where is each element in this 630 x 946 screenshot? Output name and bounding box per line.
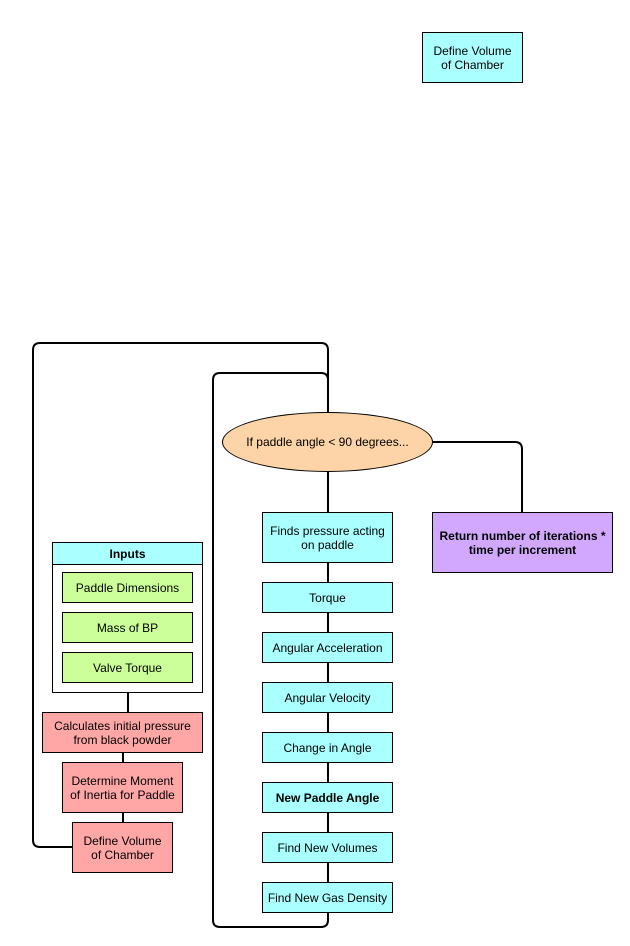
angular-acceleration-box: Angular Acceleration [262, 632, 393, 663]
inputs-header: Inputs [52, 542, 203, 565]
outer-loop-connector [32, 342, 329, 848]
define-volume-box-top: Define Volume of Chamber [422, 32, 523, 83]
exit-connector [433, 441, 523, 512]
inputs-container: Inputs Paddle Dimensions Mass of BP Valv… [52, 542, 203, 693]
moment-of-inertia-box: Determine Moment of Inertia for Paddle [62, 762, 183, 813]
result-box: Return number of iterations * time per i… [432, 512, 613, 573]
torque-box: Torque [262, 582, 393, 613]
initial-pressure-box: Calculates initial pressure from black p… [42, 712, 203, 753]
paddle-dimensions-box: Paddle Dimensions [62, 572, 193, 603]
find-new-gas-density-box: Find New Gas Density [262, 882, 393, 913]
valve-torque-box: Valve Torque [62, 652, 193, 683]
inner-loop-connector [212, 372, 329, 928]
new-paddle-angle-box: New Paddle Angle [262, 782, 393, 813]
finds-pressure-box: Finds pressure acting on paddle [262, 512, 393, 563]
change-in-angle-box: Change in Angle [262, 732, 393, 763]
mass-of-bp-box: Mass of BP [62, 612, 193, 643]
angular-velocity-box: Angular Velocity [262, 682, 393, 713]
find-new-volumes-box: Find New Volumes [262, 832, 393, 863]
define-volume-box: Define Volume of Chamber [72, 822, 173, 873]
decision-ellipse: If paddle angle < 90 degrees... [222, 412, 433, 472]
